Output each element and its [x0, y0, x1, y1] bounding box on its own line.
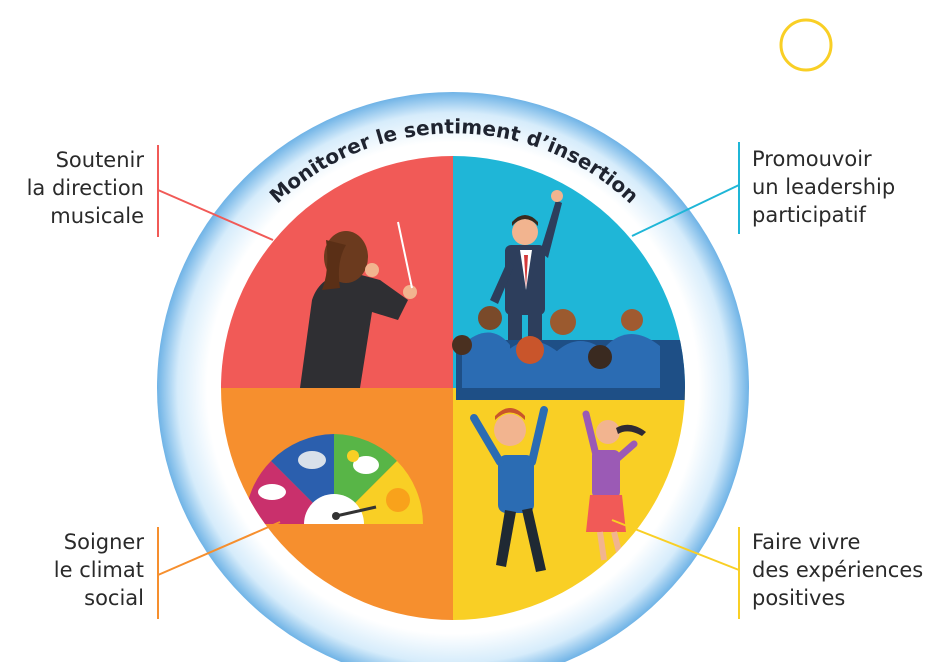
- connector-bottom-right: [611, 519, 740, 571]
- label-line: le climat: [53, 558, 144, 582]
- dancers-illustration: [470, 406, 646, 572]
- bar-bottom-right: [738, 527, 740, 619]
- connector-top-right: [631, 184, 740, 237]
- bar-top-right: [738, 142, 740, 234]
- label-bottom-left: Soigner le climat social: [54, 528, 144, 612]
- quadrants: [221, 156, 685, 620]
- decorative-circle: [779, 18, 833, 72]
- label-line: Faire vivre: [752, 530, 861, 554]
- label-top-right: Promouvoir un leadership participatif: [752, 145, 895, 229]
- connector-bottom-left: [157, 521, 281, 576]
- label-line: Soutenir: [55, 148, 144, 172]
- bar-bottom-left: [157, 527, 159, 619]
- label-line: Soigner: [63, 530, 144, 554]
- connector-top-left: [157, 189, 274, 241]
- bar-top-left: [157, 145, 159, 237]
- label-top-left: Soutenir la direction musicale: [27, 146, 144, 230]
- label-line: Promouvoir: [752, 147, 872, 171]
- weather-gauge-illustration: [245, 434, 423, 524]
- label-line: social: [84, 586, 144, 610]
- label-line: des expériences: [752, 558, 924, 582]
- label-line: la direction: [26, 176, 144, 200]
- leader-audience-illustration: [452, 190, 685, 400]
- label-line: musicale: [50, 204, 144, 228]
- label-line: un leadership: [752, 175, 896, 199]
- label-line: participatif: [752, 203, 866, 227]
- label-line: positives: [752, 586, 846, 610]
- conductor-illustration: [300, 221, 417, 388]
- label-bottom-right: Faire vivre des expériences positives: [752, 528, 923, 612]
